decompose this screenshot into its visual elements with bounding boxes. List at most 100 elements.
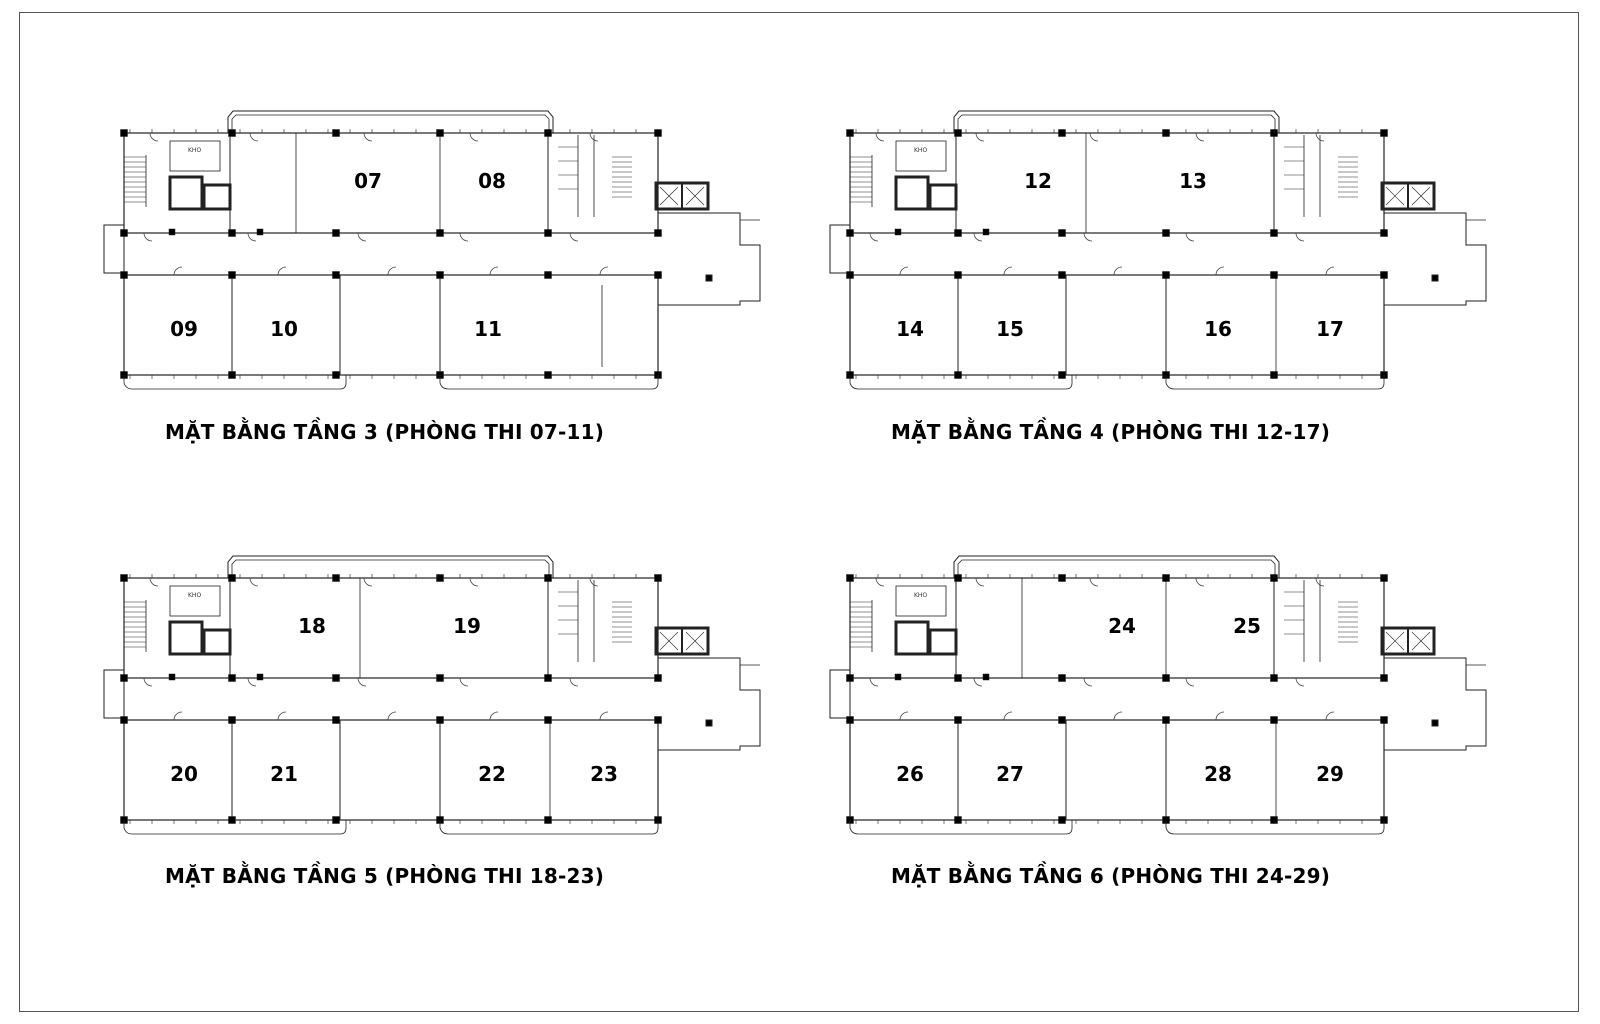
elevator-cross — [659, 631, 705, 651]
top-balcony-inner — [231, 114, 550, 133]
door-swing — [975, 577, 985, 587]
annex-column — [1431, 719, 1439, 727]
column — [228, 816, 236, 824]
door-swing — [569, 677, 579, 687]
column — [256, 228, 264, 236]
room-number-label: 16 — [1204, 317, 1232, 341]
column — [332, 674, 340, 682]
door-swing — [489, 711, 499, 721]
column — [654, 271, 662, 279]
door-swing — [249, 132, 259, 142]
column — [1162, 271, 1170, 279]
annex-column — [705, 719, 713, 727]
plan-outline — [829, 555, 1487, 835]
left-bump — [829, 669, 851, 719]
column — [1058, 716, 1066, 724]
floor-4-caption: MẶT BẰNG TẦNG 4 (PHÒNG THI 12-17) — [891, 420, 1331, 444]
door-swing — [1215, 711, 1225, 721]
bottom-wing-wall — [849, 719, 1385, 821]
bottom-bay — [439, 375, 659, 390]
left-bump — [103, 224, 125, 274]
core-box-a — [168, 175, 204, 211]
door-swing — [899, 266, 909, 276]
store-room — [169, 585, 221, 617]
door-swing — [149, 577, 159, 587]
door-swing — [1325, 711, 1335, 721]
door-swing — [875, 132, 885, 142]
right-annex — [1384, 657, 1487, 751]
column — [228, 674, 236, 682]
column — [332, 229, 340, 237]
bottom-bay — [849, 820, 1073, 835]
column — [332, 129, 340, 137]
core-box-a — [168, 620, 204, 656]
store-room-label: KHO — [914, 592, 928, 599]
column — [1380, 229, 1388, 237]
bottom-bay — [123, 820, 347, 835]
column — [1058, 574, 1066, 582]
column — [120, 271, 128, 279]
door-swing — [277, 266, 287, 276]
door-swing — [1295, 232, 1305, 242]
plan-outline — [103, 555, 761, 835]
top-balcony — [227, 110, 554, 133]
core-box-b — [202, 183, 232, 211]
column — [1058, 816, 1066, 824]
stair-right — [1338, 601, 1358, 643]
door-swing — [469, 132, 479, 142]
door-swing — [1315, 577, 1325, 587]
column — [1058, 129, 1066, 137]
room-number-label: 28 — [1204, 762, 1232, 786]
door-swing — [459, 677, 469, 687]
door-swing — [149, 132, 159, 142]
bottom-wing-wall — [123, 719, 659, 821]
column — [954, 129, 962, 137]
door-swing — [599, 266, 609, 276]
column — [544, 271, 552, 279]
column — [1058, 271, 1066, 279]
elevator-cross — [659, 186, 705, 206]
column — [1270, 674, 1278, 682]
door-swing — [1215, 266, 1225, 276]
bottom-wing-wall — [123, 274, 659, 376]
door-swing — [973, 232, 983, 242]
column — [846, 574, 854, 582]
core-box-a — [894, 620, 930, 656]
floor-6-caption: MẶT BẰNG TẦNG 6 (PHÒNG THI 24-29) — [891, 864, 1331, 888]
column — [120, 716, 128, 724]
wc-block — [558, 135, 595, 217]
room-number-label: 15 — [996, 317, 1024, 341]
column — [1270, 271, 1278, 279]
column — [1380, 574, 1388, 582]
column — [1270, 229, 1278, 237]
column — [1380, 674, 1388, 682]
annex-column — [1431, 274, 1439, 282]
room-number-label: 11 — [474, 317, 502, 341]
door-swing — [249, 577, 259, 587]
door-swing — [357, 677, 367, 687]
door-swing — [1089, 577, 1099, 587]
column — [954, 674, 962, 682]
core-box-a — [894, 175, 930, 211]
door-swing — [1113, 711, 1123, 721]
room-number-label: 13 — [1179, 169, 1207, 193]
door-swing — [1083, 232, 1093, 242]
column — [228, 574, 236, 582]
column — [1058, 371, 1066, 379]
room-number-label: 14 — [896, 317, 924, 341]
column — [228, 271, 236, 279]
column — [954, 371, 962, 379]
door-swing — [143, 677, 153, 687]
door-swing — [173, 711, 183, 721]
door-swing — [1003, 266, 1013, 276]
column — [256, 673, 264, 681]
column — [1380, 271, 1388, 279]
room-number-label: 12 — [1024, 169, 1052, 193]
door-swing — [1185, 232, 1195, 242]
column — [654, 574, 662, 582]
core-box-b — [928, 628, 958, 656]
column — [846, 674, 854, 682]
door-swing — [875, 577, 885, 587]
